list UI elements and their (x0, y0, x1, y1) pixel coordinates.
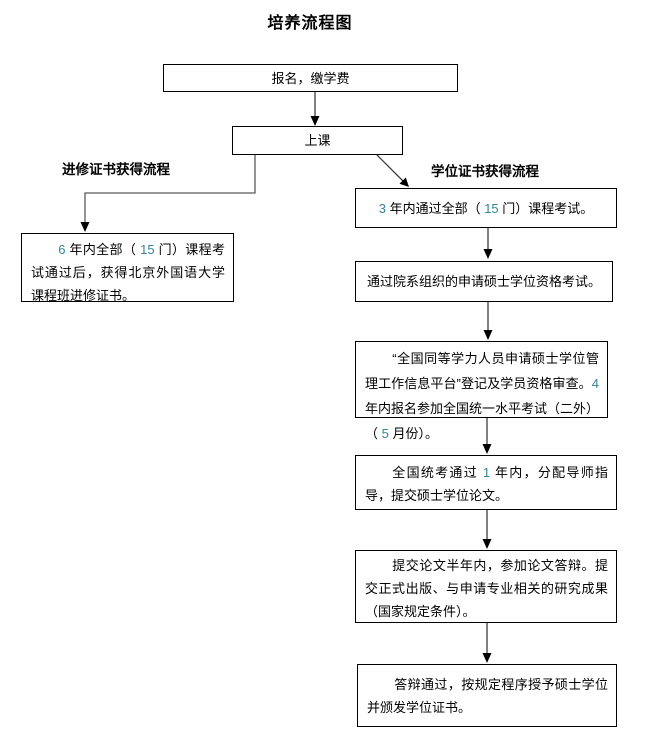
degree-step-6-text: 答辩通过，按规定程序授予硕士学位并颁发学位证书。 (367, 677, 608, 715)
arrow-down-icon (310, 116, 320, 126)
enroll-pay-box: 报名，缴学费 (163, 64, 458, 92)
attend-class-text: 上课 (304, 133, 331, 148)
degree-step-2-box: 通过院系组织的申请硕士学位资格考试。 (355, 261, 613, 302)
attend-class-box: 上课 (232, 126, 403, 155)
degree-step-4-text: 全国统考通过 1 年内，分配导师指导，提交硕士学位论文。 (365, 465, 608, 503)
arrow-enroll-to-attend (310, 92, 320, 126)
arrow-step1-to-step2 (483, 228, 493, 259)
arrow-down-icon (483, 249, 493, 259)
degree-step-1-box: 3 年内通过全部（ 15 门）课程考试。 (355, 188, 617, 228)
arrow-down-icon (483, 330, 493, 340)
page-title: 培养流程图 (267, 15, 353, 32)
arrow-down-right-icon (399, 177, 409, 187)
left-branch-label: 进修证书获得流程 (62, 162, 170, 177)
arrow-step5-to-step6 (482, 623, 492, 663)
study-certificate-text: 6 年内全部（ 15 门）课程考试通过后，获得北京外国语大学课程班进修证书。 (31, 242, 225, 303)
degree-step-1-text: 3 年内通过全部（ 15 门）课程考试。 (378, 200, 594, 216)
degree-step-6-box: 答辩通过，按规定程序授予硕士学位并颁发学位证书。 (357, 664, 617, 727)
right-branch-label: 学位证书获得流程 (431, 164, 539, 179)
degree-step-3-text: “全国同等学力人员申请硕士学位管理工作信息平台”登记及学员资格审查。4 年内报名… (365, 351, 600, 441)
arrow-down-icon (80, 222, 90, 232)
degree-step-2-text: 通过院系组织的申请硕士学位资格考试。 (366, 274, 601, 289)
arrow-down-icon (482, 653, 492, 663)
degree-step-3-box: “全国同等学力人员申请硕士学位管理工作信息平台”登记及学员资格审查。4 年内报名… (355, 341, 608, 441)
arrow-down-icon (482, 539, 492, 549)
arrow-step2-to-step3 (483, 302, 493, 340)
diagonal-arrow-attend-to-degree-step1 (376, 154, 409, 187)
degree-step-5-box: 提交论文半年内，参加论文答辩。提交正式出版、与申请专业相关的研究成果（国家规定条… (355, 550, 617, 623)
study-certificate-box: 6 年内全部（ 15 门）课程考试通过后，获得北京外国语大学课程班进修证书。 (21, 233, 234, 303)
degree-step-5-text: 提交论文半年内，参加论文答辩。提交正式出版、与申请专业相关的研究成果（国家规定条… (365, 558, 608, 619)
enroll-pay-text: 报名，缴学费 (271, 70, 350, 86)
degree-step-4-box: 全国统考通过 1 年内，分配导师指导，提交硕士学位论文。 (355, 455, 617, 510)
arrow-step4-to-step5 (482, 510, 492, 549)
